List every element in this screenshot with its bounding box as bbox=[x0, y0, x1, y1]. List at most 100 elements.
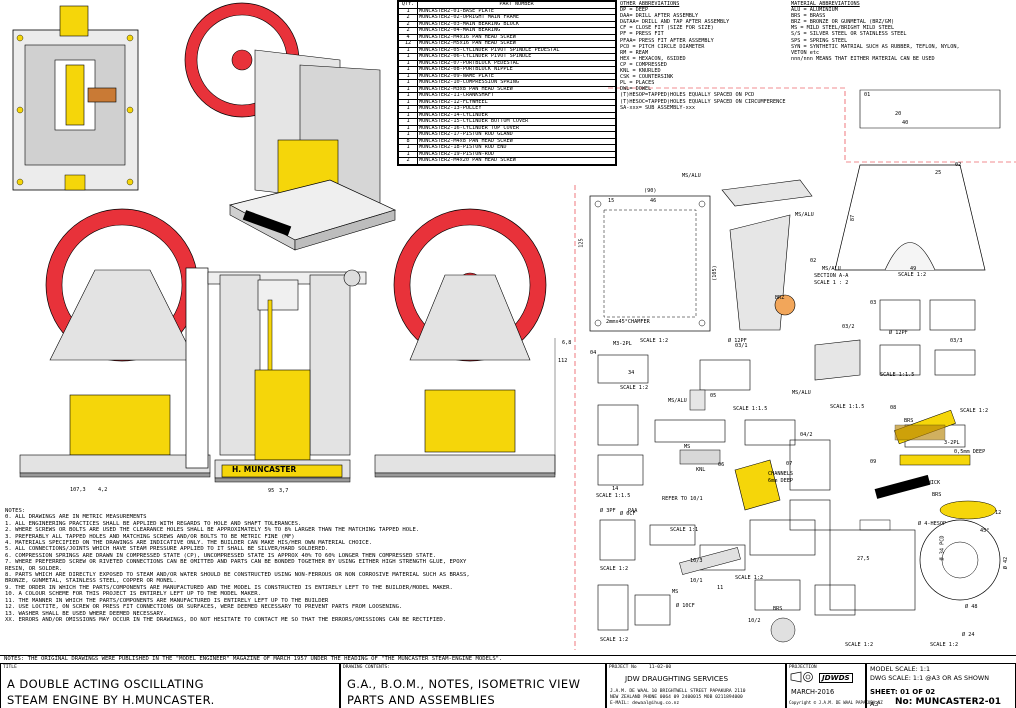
notes-footer: NOTES: THE ORIGINAL DRAWINGS WERE PUBLIS… bbox=[4, 656, 503, 662]
part-04-marker: 04 bbox=[590, 350, 597, 356]
title-cell: TITLE A DOUBLE ACTING OSCILLATING STEAM … bbox=[0, 663, 340, 708]
deep-label: 0,5mm DEEP bbox=[954, 449, 986, 455]
plan-view bbox=[12, 5, 139, 191]
material-abbreviation-line: ALU = ALUMINIUM bbox=[791, 7, 838, 14]
chamfer-label: 2mmx45°CHAMFER bbox=[606, 319, 650, 325]
note-item: 12. USE LOCTITE, ON SCREW OR PRESS FIT C… bbox=[5, 604, 403, 611]
dim-3pf: Ø 3PF bbox=[600, 508, 616, 514]
side-view-right bbox=[374, 208, 556, 478]
part-07-portblock bbox=[734, 439, 831, 531]
dim-87: 87 bbox=[850, 214, 857, 222]
front-view-left bbox=[19, 208, 211, 478]
part-06-marker: 06 bbox=[718, 462, 725, 468]
nameplate-text: H. MUNCASTER bbox=[232, 465, 297, 474]
paa-label: PAA bbox=[628, 508, 638, 514]
other-abbreviation-line: CP = COMPRESSED bbox=[620, 61, 667, 68]
material-abbreviations-title: MATERIAL ABBREVIATIONS bbox=[791, 1, 860, 7]
scale-label-13: SCALE 1:2 bbox=[930, 642, 959, 648]
size-a3: A3 bbox=[870, 700, 879, 708]
parts-list-part: MUNCASTER2-08-PORTBLOCK NIPPLE bbox=[417, 66, 616, 74]
dim-side2: 3,7 bbox=[279, 488, 289, 494]
address-line-1: J.A.M. DE WAAL 10 BRIGHTWELL STREET PAPA… bbox=[610, 689, 746, 694]
dim-front-left2: 4,2 bbox=[98, 487, 108, 493]
parts-list-part: MUNCASTER2-14-CYLINDER bbox=[417, 111, 616, 119]
note-item: 8. PARTS WHICH ARE DIRECTLY EXPOSED TO S… bbox=[5, 572, 470, 579]
dim-46: 46 bbox=[650, 198, 657, 204]
part-03-bearing-blocks bbox=[597, 299, 976, 411]
note-item: XX. ERRORS AND/OR OMISSIONS MAY OCCUR IN… bbox=[5, 616, 447, 623]
dim-14: 14 bbox=[612, 486, 619, 492]
m3-2pl-label: M3-2PL bbox=[613, 341, 632, 347]
ref-101: 10/1 bbox=[690, 578, 703, 584]
dim-20: 20 bbox=[895, 111, 902, 117]
label-brs-3: BRS bbox=[773, 606, 783, 612]
scale-label-2: SCALE 1:2 bbox=[640, 338, 669, 344]
scale-label-11: SCALE 1:2 bbox=[600, 637, 629, 643]
label-msalu-2: MS/ALU bbox=[795, 212, 814, 218]
dim-side: 95 bbox=[268, 488, 275, 494]
other-abbreviation-line: DWL= DOWEL bbox=[620, 86, 652, 93]
dim-24: Ø 24 bbox=[962, 632, 975, 638]
other-abbreviation-line: (T)HESOP=TAPPED)HOLES EQUALLY SPACED ON … bbox=[620, 92, 755, 99]
other-abbreviation-line: PFAA= PRESS FIT AFTER ASSEMBLY bbox=[620, 37, 714, 44]
other-abbreviation-line: PF = PRESS FIT bbox=[620, 31, 664, 38]
part-03-marker: 03 bbox=[870, 300, 877, 306]
label-ms: MS bbox=[672, 589, 679, 595]
scale-label-14: SCALE 1:1 bbox=[670, 527, 699, 533]
contents-cell: DRAWING CONTENTS: G.A., B.O.M., NOTES, I… bbox=[340, 663, 606, 708]
projection-label: PROJECTION bbox=[789, 665, 817, 670]
parts-list-part: MUNCASTER2-10-COMPRESSION SPRING bbox=[417, 79, 616, 87]
company-name: JDW DRAUGHTING SERVICES bbox=[625, 674, 729, 683]
material-abbreviation-line: SYN = SYNTHETIC MATRIAL SUCH AS RUBBER, … bbox=[791, 43, 960, 50]
knl-label: KNL bbox=[696, 467, 706, 473]
other-abbreviation-line: (T)HESOC=TAPPED)HOLES EQUALLY SPACED ON … bbox=[620, 98, 786, 105]
isometric-view bbox=[184, 2, 396, 251]
dim-40: 40 bbox=[902, 120, 909, 126]
thick-label: 2mm THICK bbox=[912, 480, 941, 486]
scale-label-8: SCALE 1:1.5 bbox=[596, 493, 631, 499]
parts-list-qty: 2 bbox=[398, 157, 418, 165]
part-07-marker: 07 bbox=[786, 461, 793, 467]
parts-list-part: MUNCASTER2-01-BASE PLATE bbox=[417, 7, 616, 15]
company-cell: PROJECT No 11-02-00 JDW DRAUGHTING SERVI… bbox=[606, 663, 786, 708]
note-item: 0. ALL DRAWINGS ARE IN METRIC MEASUREMEN… bbox=[5, 514, 147, 521]
other-abbreviation-line: PCD = PITCH CIRCLE DIAMETER bbox=[620, 43, 705, 50]
part-01-base-plate bbox=[589, 179, 813, 332]
address-line-2: NEW ZEALAND PHONE 0064 09 2400015 MOB 02… bbox=[610, 695, 743, 700]
dim-42: Ø 42 bbox=[1003, 556, 1010, 570]
parts-list-part: MUNCASTER2-11-CRANKSHAFT bbox=[417, 92, 616, 100]
hesop-label: Ø 4-HESOP bbox=[918, 521, 947, 527]
title-line-2: STEAM ENGINE BY H.MUNCASTER. bbox=[7, 693, 215, 707]
front-view-center bbox=[185, 267, 367, 483]
note-item: 5. ALL CONNECTIONS/JOINTS WHICH HAVE STE… bbox=[5, 546, 329, 553]
dim-15: 15 bbox=[608, 198, 615, 204]
material-abbreviation-line: nnn/nnn MEANS THAT EITHER MATERIAL CAN B… bbox=[791, 55, 935, 62]
ref-042: 04/2 bbox=[800, 432, 813, 438]
part-12-flywheel-parts bbox=[770, 500, 1001, 643]
scale-label-12: SCALE 1:2 bbox=[845, 642, 874, 648]
note-item: 9. THE ORDER IN WHICH THE PARTS/COMPONEN… bbox=[5, 584, 453, 591]
dim-45deg: 45° bbox=[980, 528, 990, 534]
note-item: 7. WHERE PREFERRED SCREW OR RIVETED CONN… bbox=[5, 559, 467, 566]
parts-list-part: MUNCASTER2-15-CYLINDER BOTTOM COVER bbox=[417, 118, 616, 126]
other-abbreviation-line: PL = PLACES bbox=[620, 80, 655, 87]
other-abbreviation-line: SA-xxx= SUB ASSEMBLY-xxx bbox=[620, 104, 695, 111]
material-abbreviation-line: VETON etc bbox=[791, 49, 820, 56]
dim-12pf-b: Ø 12PF bbox=[889, 330, 908, 336]
notes-block: NOTES: 0. ALL DRAWINGS ARE IN METRIC MEA… bbox=[5, 508, 570, 623]
label-msalu-3: MS/ALU bbox=[822, 266, 841, 272]
contents-label: DRAWING CONTENTS: bbox=[343, 665, 391, 670]
label-ms-2: MS bbox=[684, 444, 691, 450]
address-line-3: E-MAIL: dewaal@ihug.co.nz bbox=[610, 701, 680, 706]
scale-label-9: SCALE 1:2 bbox=[600, 566, 629, 572]
sheet-number: SHEET: 01 OF 02 bbox=[870, 688, 936, 696]
project-number: 11-02-00 bbox=[649, 665, 672, 670]
other-abbreviations-title: OTHER ABBREVIATIONS bbox=[620, 1, 680, 7]
